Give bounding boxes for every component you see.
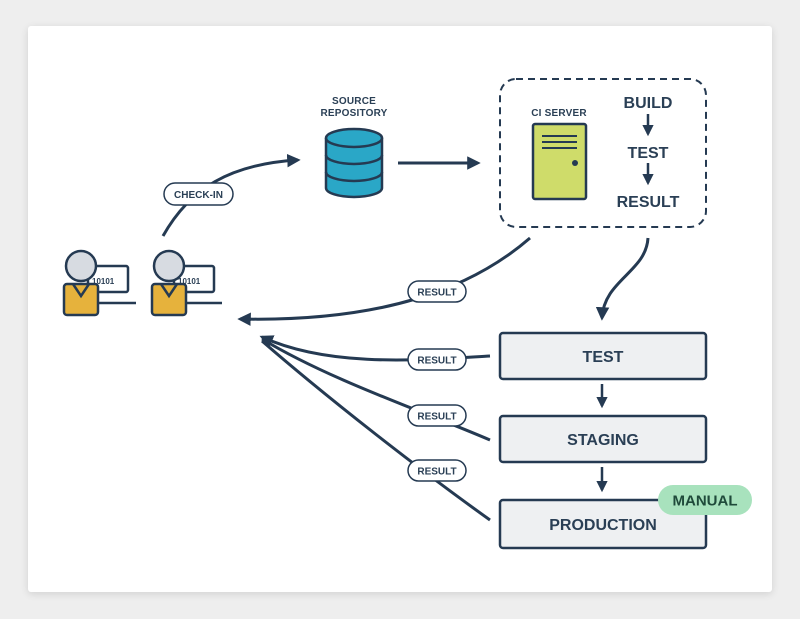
laptop-screen-text: 10101 bbox=[178, 277, 201, 286]
stage-production: PRODUCTION bbox=[498, 498, 708, 550]
manual-badge: MANUAL bbox=[658, 485, 752, 515]
result-label: RESULT bbox=[417, 356, 456, 367]
manual-badge-label: MANUAL bbox=[673, 493, 738, 510]
stage-staging: STAGING bbox=[498, 414, 708, 464]
result-label: RESULT bbox=[417, 467, 456, 478]
result-pill-3: RESULT bbox=[407, 404, 467, 427]
developer-2: 10101 bbox=[150, 249, 222, 317]
server-icon bbox=[531, 122, 588, 201]
result-pill-2: RESULT bbox=[407, 348, 467, 371]
source-repository-label-2: REPOSITORY bbox=[320, 108, 387, 119]
result-label: RESULT bbox=[417, 412, 456, 423]
developer-icon bbox=[62, 249, 100, 317]
result-pill-1: RESULT bbox=[407, 280, 467, 303]
ci-step-test: TEST bbox=[628, 145, 669, 162]
ci-to-stages-arrow bbox=[595, 237, 650, 321]
result-pill-4: RESULT bbox=[407, 459, 467, 482]
check-in-arrow bbox=[161, 153, 301, 237]
database-icon bbox=[324, 127, 384, 199]
stage-test-label: TEST bbox=[583, 349, 624, 366]
ci-result-arrow bbox=[237, 236, 531, 326]
stage-staging-label: STAGING bbox=[567, 432, 639, 449]
production-result-arrow bbox=[261, 339, 491, 522]
developer-1: 10101 bbox=[62, 249, 136, 317]
check-in-pill: CHECK-IN bbox=[163, 182, 234, 206]
check-in-label: CHECK-IN bbox=[174, 190, 223, 201]
stage-production-label: PRODUCTION bbox=[549, 517, 657, 534]
stage-test: TEST bbox=[498, 331, 708, 381]
source-repository-label-1: SOURCE bbox=[332, 96, 376, 107]
staging-result-arrow bbox=[261, 337, 491, 442]
result-label: RESULT bbox=[417, 288, 456, 299]
ci-step-result: RESULT bbox=[617, 194, 680, 211]
laptop-screen-text: 10101 bbox=[92, 277, 115, 286]
ci-step-build: BUILD bbox=[624, 95, 673, 112]
ci-server-label: CI SERVER bbox=[531, 108, 587, 119]
developer-icon bbox=[150, 249, 188, 317]
